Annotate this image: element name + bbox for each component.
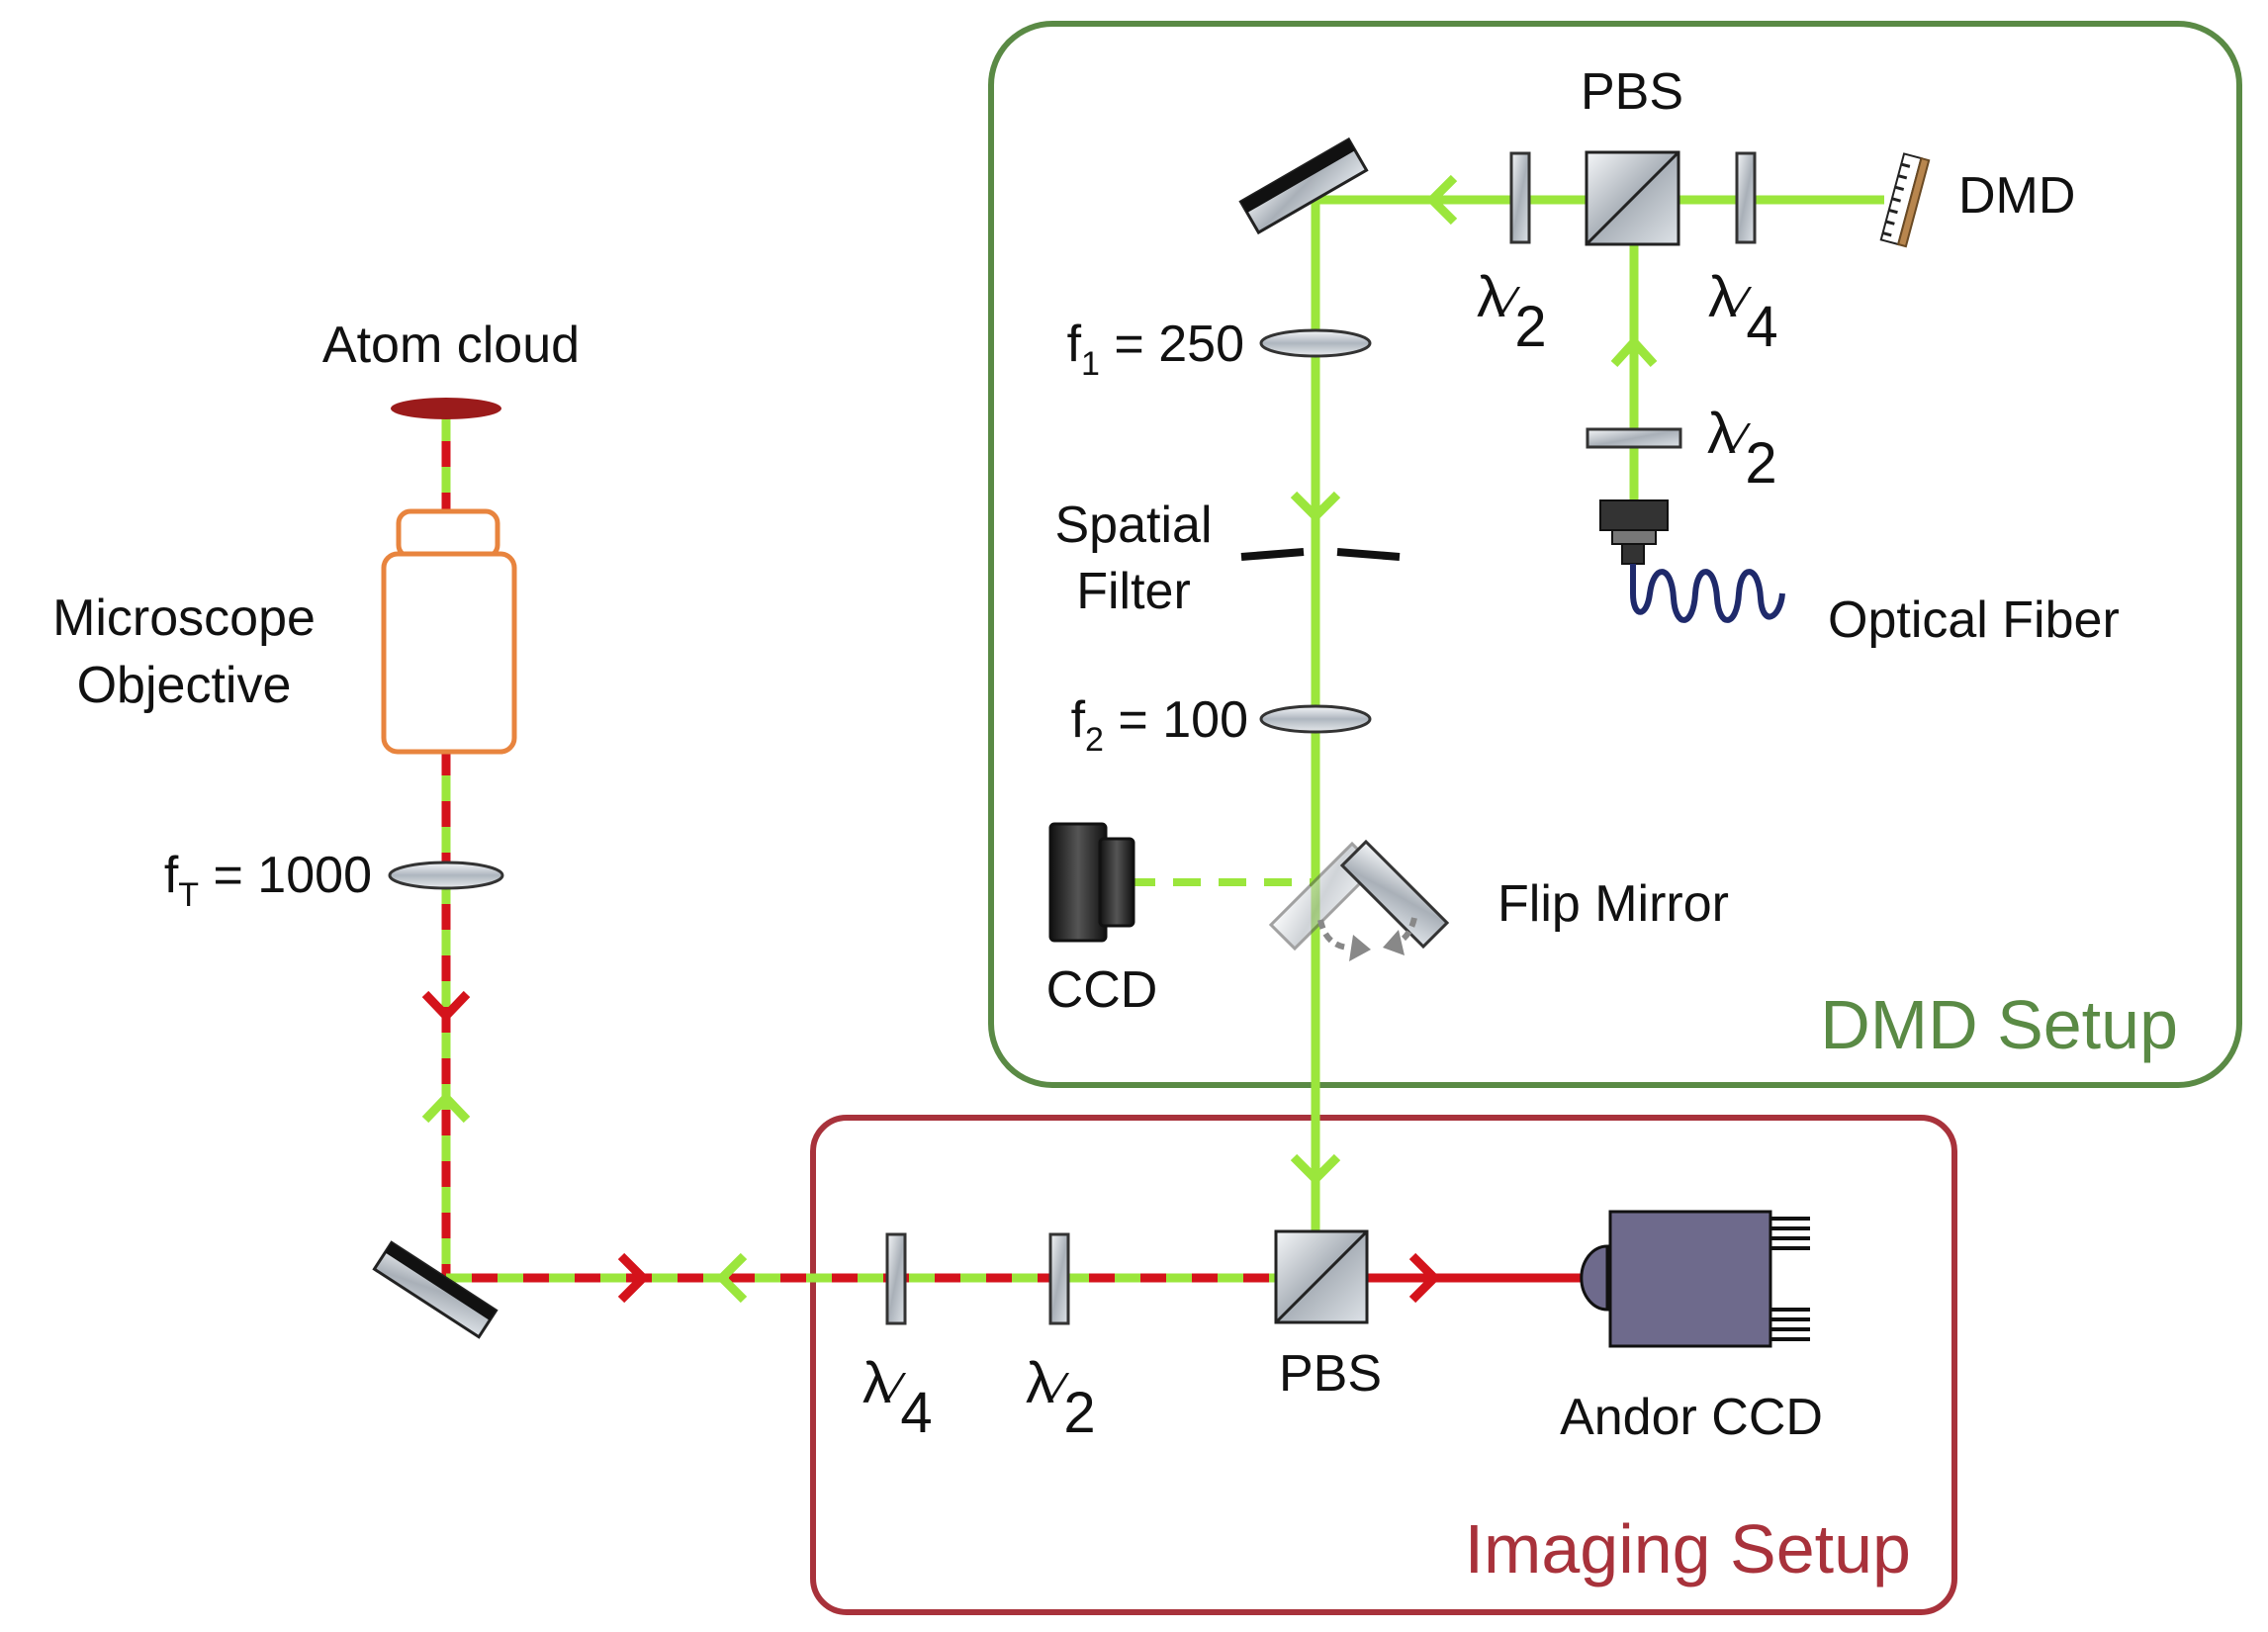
- pbs-bottom-label: PBS: [1279, 1345, 1382, 1403]
- waveplate-icon: [1735, 151, 1757, 244]
- pbs-cube-icon: [1274, 1229, 1369, 1324]
- arrow-icon: [1425, 174, 1458, 226]
- half-waveplate-top-label: λ⁄2: [1477, 265, 1547, 359]
- flip-arrow-icon: [1349, 935, 1371, 961]
- waveplate-icon: [1586, 427, 1682, 449]
- objective-label-line1: Microscope: [52, 589, 316, 647]
- atom-cloud-label: Atom cloud: [322, 317, 580, 374]
- half-waveplate-fiber-label: λ⁄2: [1707, 402, 1777, 496]
- green-arrows: [421, 174, 1658, 1304]
- flip-arrow-icon: [1317, 919, 1348, 951]
- lens-icon: [1259, 704, 1372, 734]
- f1-label: f1 = 250: [1067, 316, 1244, 383]
- lens-icon: [388, 861, 504, 890]
- dmd-setup-box: [988, 21, 2242, 1088]
- arrow-icon: [1408, 1252, 1441, 1304]
- ft-label: fT = 1000: [164, 847, 372, 914]
- dmd-chip-icon: [1879, 152, 1931, 248]
- andor-ccd-camera: [1580, 1210, 1810, 1348]
- arrow-icon: [617, 1252, 650, 1304]
- atom-cloud: [391, 398, 501, 419]
- pbs-top-label: PBS: [1581, 63, 1683, 121]
- waveplate-icon: [1509, 151, 1531, 244]
- camera-icon: [1048, 822, 1135, 943]
- waveplate-icon: [885, 1232, 907, 1325]
- fiber-coupler-icon: [1599, 499, 1669, 565]
- andor-ccd-label: Andor CCD: [1560, 1389, 1823, 1446]
- dmd-label: DMD: [1958, 167, 2075, 225]
- optical-fiber-label: Optical Fiber: [1828, 591, 2120, 649]
- arrow-icon: [715, 1252, 748, 1304]
- microscope-objective: [381, 508, 517, 755]
- flip-mirror-label: Flip Mirror: [1497, 875, 1729, 933]
- waveplate-icon: [1048, 1232, 1070, 1325]
- objective-label-line2: Objective: [77, 657, 292, 714]
- f2-label: f2 = 100: [1071, 691, 1248, 759]
- flip-mirror-icon: [1268, 839, 1450, 961]
- dmd-setup-title: DMD Setup: [1820, 986, 2178, 1063]
- lens-icon: [1259, 328, 1372, 358]
- spatial-filter-label-line1: Spatial: [1055, 497, 1213, 554]
- optical-fiber-cable: [1630, 564, 1785, 623]
- arrow-icon: [1610, 335, 1658, 368]
- imaging-setup-title: Imaging Setup: [1465, 1510, 1911, 1587]
- pbs-cube-icon: [1585, 150, 1680, 246]
- quarter-waveplate-top-label: λ⁄4: [1708, 265, 1778, 359]
- spatial-filter-label-line2: Filter: [1076, 563, 1191, 620]
- half-waveplate-bottom-label: λ⁄2: [1026, 1351, 1096, 1445]
- mirror-icon: [372, 1240, 499, 1339]
- ccd-small-label: CCD: [1046, 961, 1158, 1019]
- spatial-filter-icon: [1240, 548, 1401, 561]
- mirror-icon: [1238, 136, 1369, 235]
- red-arrows: [421, 990, 1441, 1304]
- arrow-icon: [421, 990, 471, 1023]
- imaging-setup-box: [810, 1115, 1957, 1615]
- quarter-waveplate-bottom-label: λ⁄4: [862, 1351, 933, 1445]
- arrow-icon: [1290, 491, 1341, 523]
- flip-arrow-icon: [1383, 930, 1405, 955]
- arrow-icon: [1290, 1153, 1341, 1186]
- arrow-icon: [421, 1091, 471, 1124]
